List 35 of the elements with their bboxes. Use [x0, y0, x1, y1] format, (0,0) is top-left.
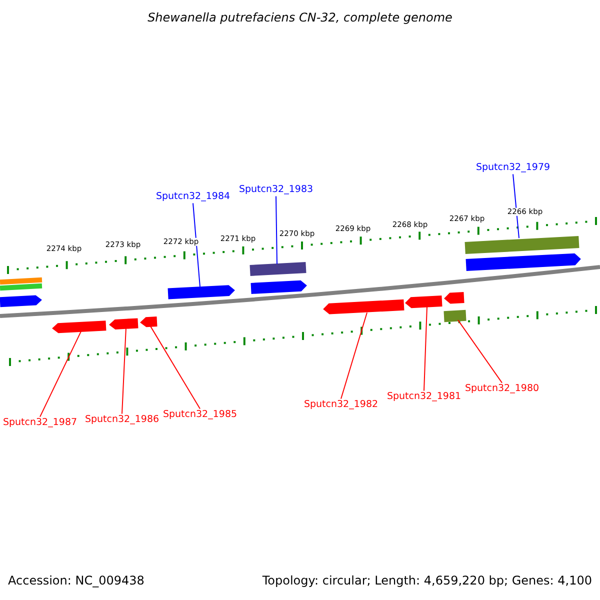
gene-feature — [466, 253, 581, 271]
gene-feature — [52, 320, 106, 334]
gene-label: Sputcn32_1985 — [162, 410, 238, 420]
gene-feature — [168, 285, 235, 300]
gene-bar — [464, 236, 580, 254]
leader-line — [122, 327, 126, 414]
leader-line — [458, 320, 502, 384]
leader-line — [150, 324, 200, 410]
leader-line — [276, 196, 278, 265]
leader-line — [340, 312, 368, 400]
leader-line — [424, 306, 428, 392]
gene-feature — [0, 295, 42, 308]
leader-line — [40, 330, 82, 418]
footer-text: Accession: NC_009438 — [8, 574, 144, 588]
gene-bar — [250, 262, 306, 276]
gene-label: Sputcn32_1983 — [238, 184, 314, 196]
gene-label: Sputcn32_1984 — [156, 192, 230, 202]
gene-feature — [444, 292, 464, 304]
gene-feature — [405, 296, 442, 308]
title: Shewanella putrefaciens CN-32, complete genome — [148, 11, 452, 25]
gene-bar — [0, 283, 42, 291]
gene-bar — [444, 310, 466, 322]
gene-label: Sputcn32_1987 — [2, 418, 78, 428]
gene-bar — [0, 277, 42, 285]
gene-label: Sputcn32_1980 — [464, 384, 540, 394]
gene-feature — [109, 318, 138, 330]
gene-label: Sputcn32_1982 — [304, 400, 378, 410]
leader-line — [192, 202, 200, 288]
gene-feature — [250, 280, 307, 294]
gene-label: Sputcn32_1981 — [386, 392, 462, 402]
gene-feature — [140, 316, 158, 328]
gene-label: Sputcn32_1986 — [84, 414, 160, 426]
footer-text: Topology: circular; Length: 4,659,220 bp; Genes: 4,100 — [262, 574, 592, 588]
gene-label: Sputcn32_1979 — [476, 162, 550, 174]
leader-line — [512, 174, 520, 239]
